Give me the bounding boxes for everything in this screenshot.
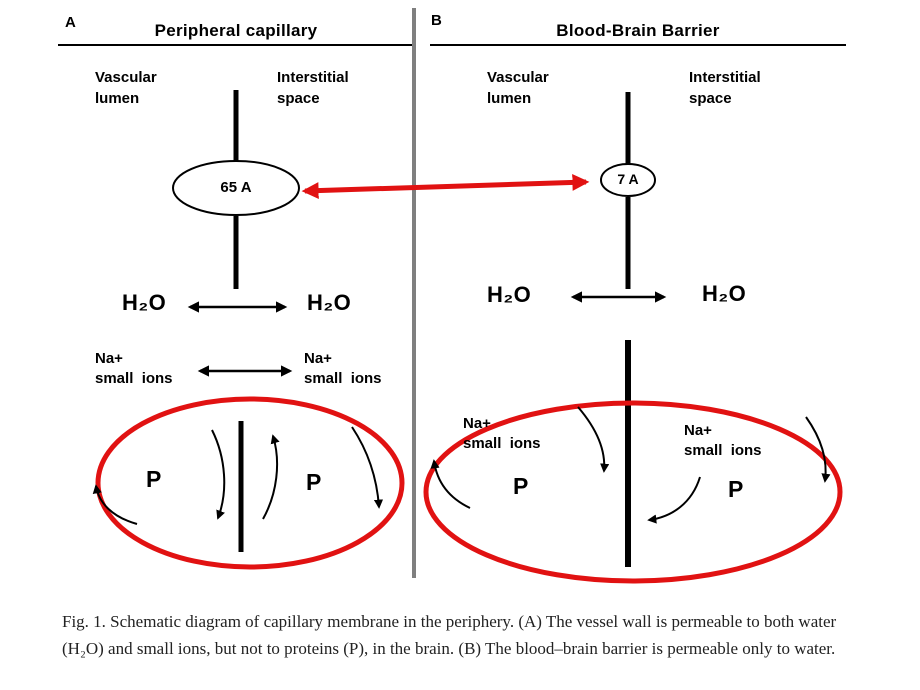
panel-b-circulation-arrow-left-up bbox=[430, 459, 471, 509]
panel-a-corner-label: A bbox=[65, 14, 76, 31]
panel-b-vascular-lumen-label: Vascular lumen bbox=[487, 69, 549, 107]
panel-a-ions-left-label: Na+ small ions bbox=[95, 350, 173, 387]
panel-a-h2o-left-label: H₂O bbox=[122, 290, 167, 315]
pore-size-comparison-arrow bbox=[301, 173, 590, 200]
panel-a-protein-circulation-arrow-left-down bbox=[211, 429, 226, 520]
panel-a-protein-highlight-ellipse bbox=[95, 396, 405, 570]
panel-a-interstitial-space-label: Interstitial space bbox=[277, 69, 349, 107]
panel-b-protein-right-label: P bbox=[728, 476, 744, 502]
panel-b-circulation-arrow-right-inner bbox=[647, 476, 701, 524]
panel-b-protein-left-label: P bbox=[513, 473, 529, 499]
panel-b-interstitial-space-label: Interstitial space bbox=[689, 69, 761, 107]
panel-a-protein-right-label: P bbox=[306, 469, 322, 495]
panel-a-protein-left-label: P bbox=[146, 466, 162, 492]
panel-a-h2o-right-label: H₂O bbox=[307, 290, 352, 315]
panel-a-pore-ellipse bbox=[172, 160, 300, 216]
panel-b-ions-left-label: Na+ small ions bbox=[463, 415, 541, 452]
panel-b-h2o-left-label: H₂O bbox=[487, 282, 532, 307]
panel-a-ions-right-label: Na+ small ions bbox=[304, 350, 382, 387]
panel-b-ions-blocked-arrow-left-down bbox=[577, 406, 610, 473]
panel-b-title: Blood-Brain Barrier bbox=[556, 21, 720, 40]
panel-a-title: Peripheral capillary bbox=[154, 21, 318, 40]
panel-a-protein-circulation-arrow-right-up bbox=[262, 434, 280, 520]
panel-b-protein-highlight-ellipse bbox=[423, 400, 843, 584]
panel-b-h2o-right-label: H₂O bbox=[702, 281, 747, 306]
panel-b-corner-label: B bbox=[431, 12, 442, 29]
panel-a-protein-circulation-arrow-right-down bbox=[351, 426, 384, 509]
panel-a-protein-circulation-arrow-left-up bbox=[92, 484, 138, 525]
panel-b-ions-right-label: Na+ small ions bbox=[684, 422, 762, 459]
figure-caption: Fig. 1. Schematic diagram of capillary m… bbox=[62, 612, 837, 658]
diagram-shapes-layer bbox=[58, 8, 846, 584]
panel-b-pore-ellipse bbox=[600, 163, 656, 197]
panel-b-ions-blocked-arrow-right-down bbox=[805, 416, 831, 483]
panel-b-pore-size-label: 7 A bbox=[617, 171, 639, 187]
panel-a-pore-size-label: 65 A bbox=[220, 179, 252, 196]
panel-a-vascular-lumen-label: Vascular lumen bbox=[95, 69, 157, 107]
